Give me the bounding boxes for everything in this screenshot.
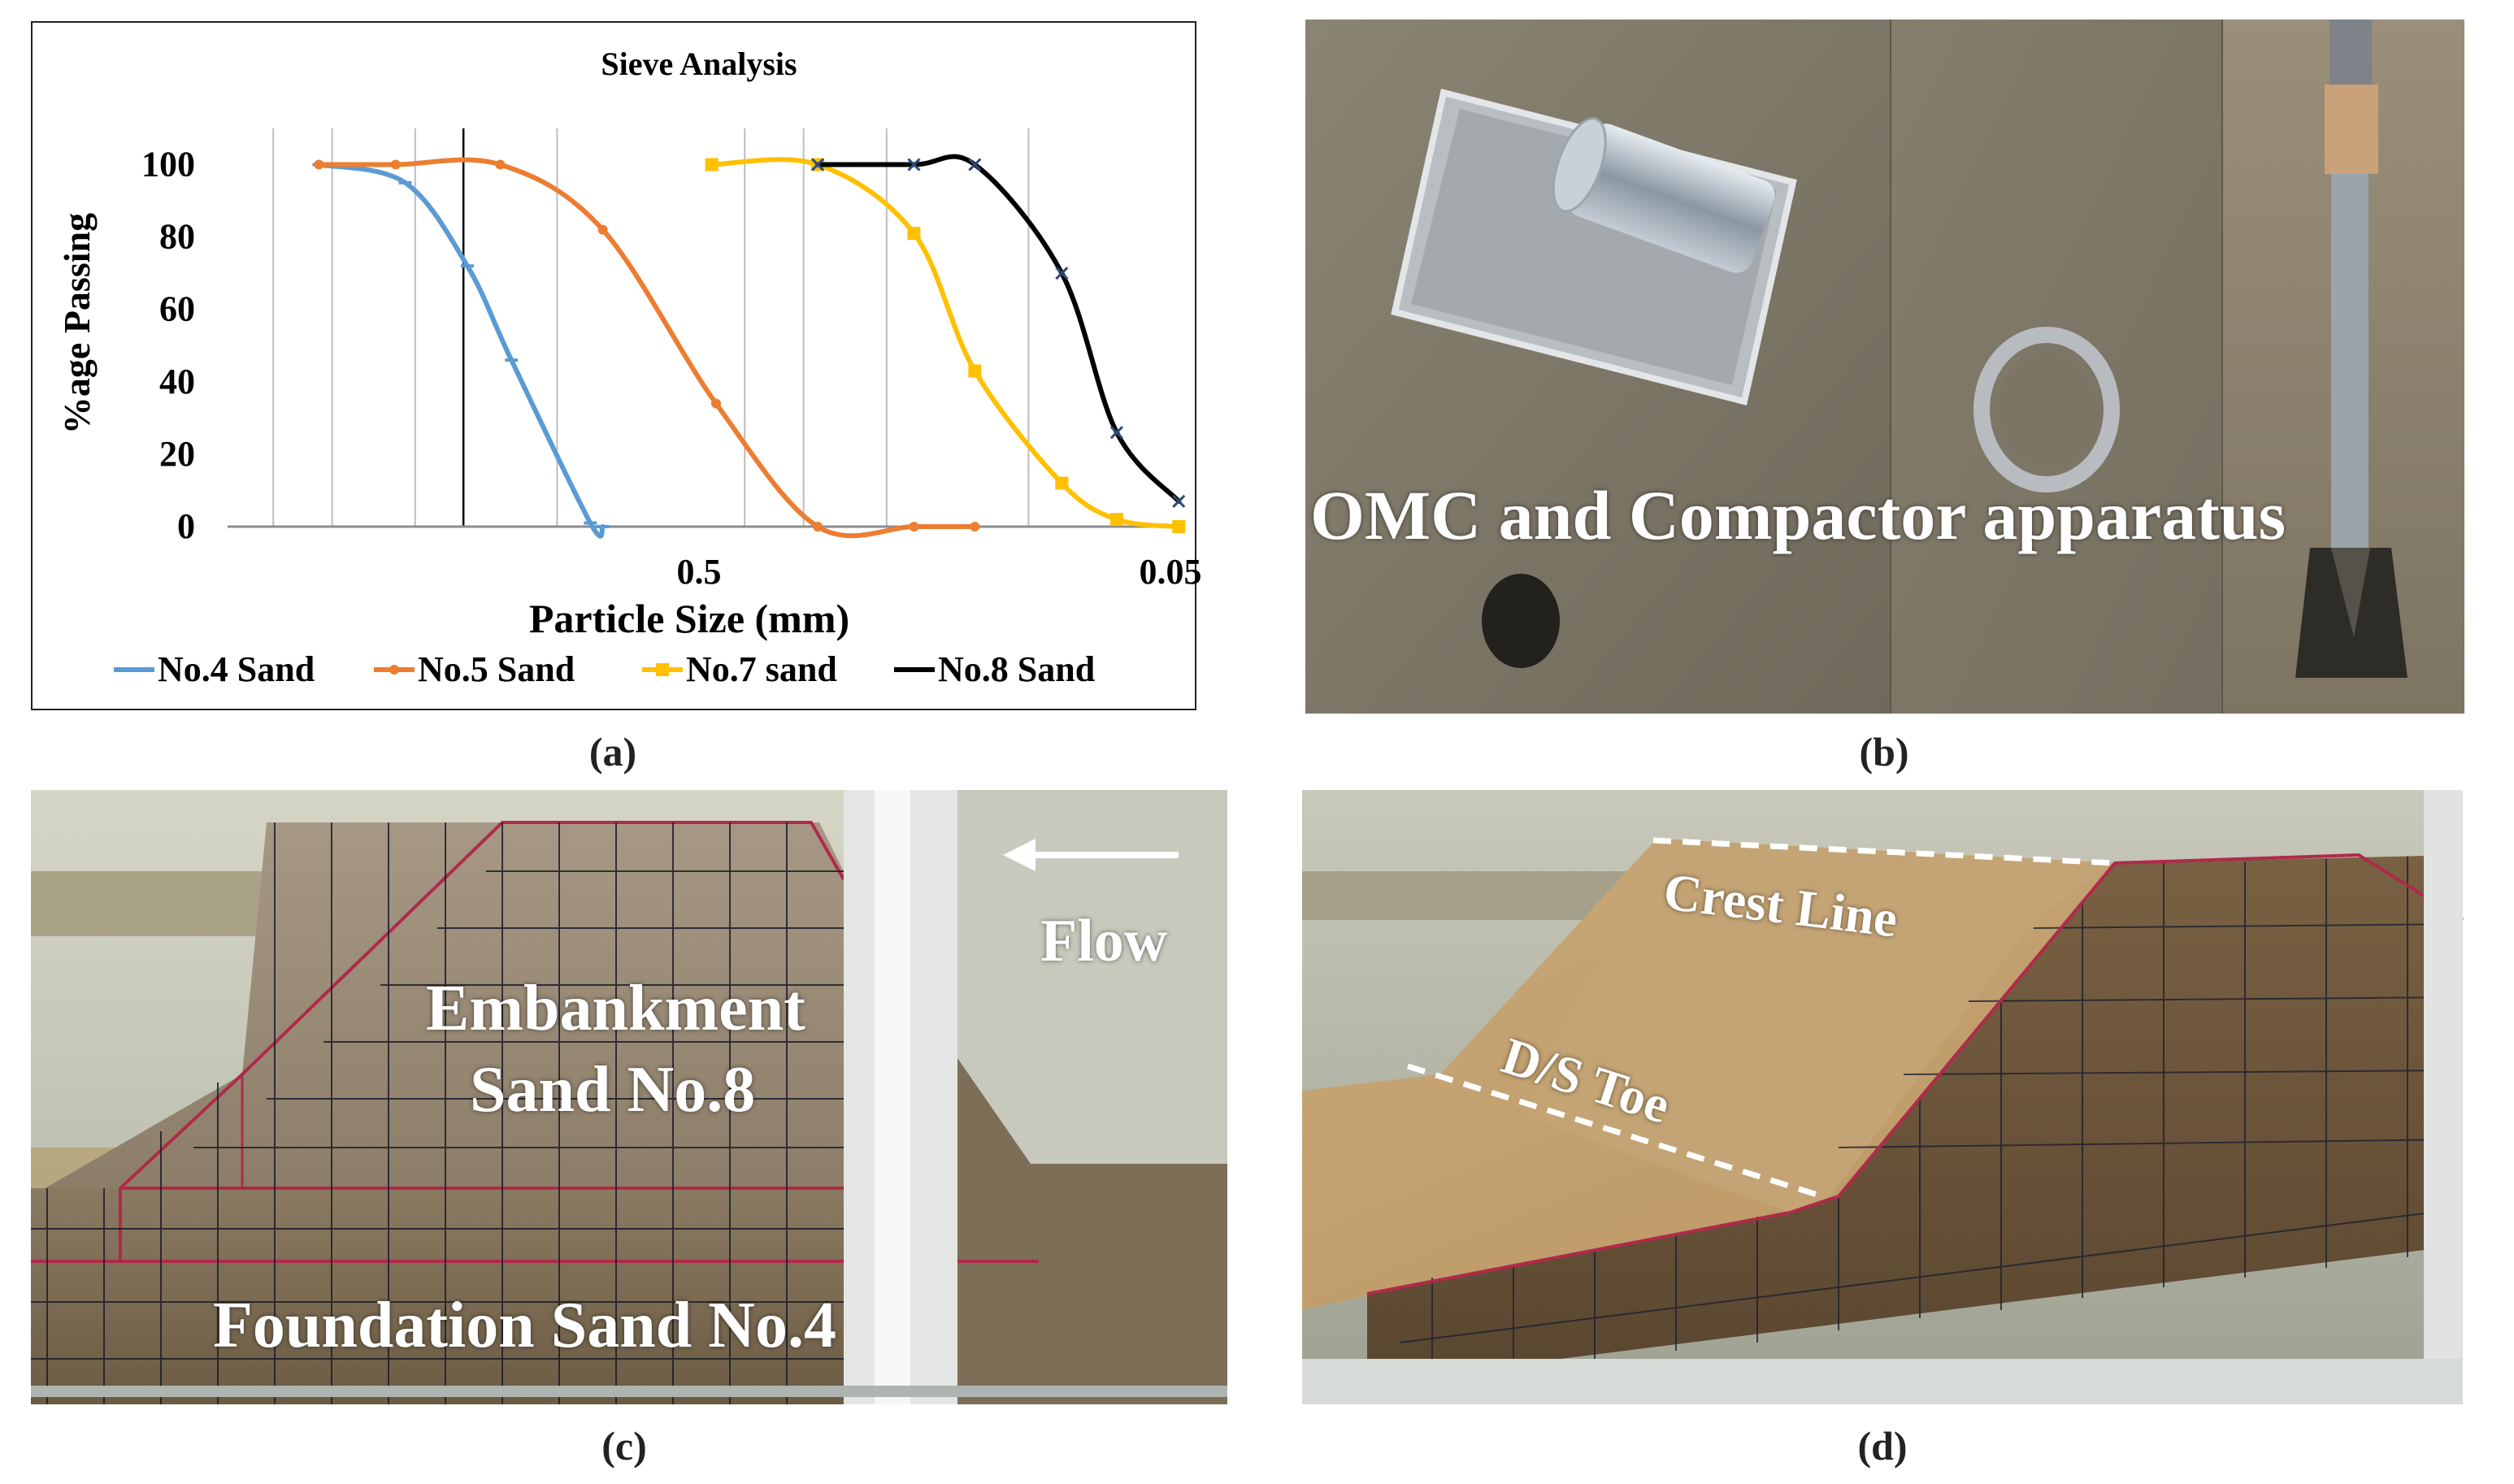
hole-shape (1482, 574, 1560, 668)
data-point (907, 227, 921, 241)
x-tick-label: 0.05 (1140, 552, 1202, 592)
ring-shape (1973, 327, 2120, 492)
flow-label: Flow (1040, 908, 1168, 974)
foundation-label: Foundation Sand No.4 (213, 1290, 836, 1361)
legend-label: No.4 Sand (158, 649, 315, 689)
omc-compactor-photo: OMC and Compactor apparatus (1305, 20, 2464, 714)
data-point (1172, 494, 1186, 508)
y-tick-label: 0 (177, 506, 195, 546)
y-tick-label: 100 (141, 145, 195, 184)
caption-c: (c) (601, 1423, 647, 1469)
data-point (597, 224, 608, 235)
data-point (495, 159, 506, 170)
caption-a: (a) (588, 729, 637, 775)
omc-photo-art (1305, 20, 2464, 714)
data-point (1055, 476, 1069, 490)
embankment-label-line2: Sand No.8 (470, 1054, 756, 1126)
series-line-1 (316, 162, 606, 539)
cylinder-mould-shape (1552, 117, 1775, 273)
y-tick-label: 40 (159, 362, 195, 401)
data-point (810, 158, 825, 171)
flume-side-view-photo: Flow Embankment Sand No.8 Foundation San… (31, 790, 1227, 1404)
data-point (907, 158, 921, 171)
legend-marker (389, 665, 399, 675)
data-point (1172, 520, 1186, 533)
data-point (968, 364, 982, 378)
legend-label: No.7 sand (686, 649, 837, 689)
rammer-shape (2295, 20, 2408, 678)
toe-dashed-line (1406, 1063, 1824, 1200)
x-axis-title: Particle Size (mm) (529, 596, 849, 641)
y-axis-title: %age Passing (56, 213, 98, 434)
crest-dashed-line (1652, 837, 2116, 866)
chart-title: Sieve Analysis (601, 46, 797, 82)
data-point (968, 158, 982, 171)
caption-b: (b) (1859, 729, 1909, 775)
y-tick-label: 60 (159, 289, 195, 329)
y-tick-label: 20 (159, 434, 195, 474)
chart-svg: 0 20 40 60 80 100 0.5 0.05 Sieve AnalysisParticl… (56, 46, 1202, 689)
x-tick-label: 0.5 (677, 552, 722, 592)
flume-photo-art (31, 790, 1227, 1404)
data-point (711, 398, 722, 409)
data-point (813, 522, 823, 532)
series-line-3 (709, 157, 1182, 529)
data-point (390, 159, 401, 170)
series-line-4 (815, 154, 1182, 504)
data-point (970, 522, 980, 532)
embankment-photo-art (1302, 790, 2464, 1404)
data-point (705, 158, 719, 171)
data-point (1055, 267, 1069, 280)
caption-d: (d) (1857, 1423, 1908, 1469)
flow-arrow-head (1003, 839, 1036, 871)
data-point (314, 159, 324, 170)
series-line-2 (316, 157, 978, 539)
embankment-label-line1: Embankment (426, 973, 805, 1044)
data-point (1109, 426, 1123, 440)
legend-label: No.5 Sand (418, 649, 575, 689)
legend-marker (656, 663, 669, 676)
data-point (909, 522, 919, 532)
omc-overlay-label: OMC and Compactor apparatus (1310, 476, 2286, 554)
embankment-perspective-photo: Crest Line D/S Toe (1302, 790, 2464, 1404)
data-point (1109, 513, 1123, 527)
legend-label: No.8 Sand (938, 649, 1095, 689)
y-tick-label: 80 (159, 217, 195, 257)
